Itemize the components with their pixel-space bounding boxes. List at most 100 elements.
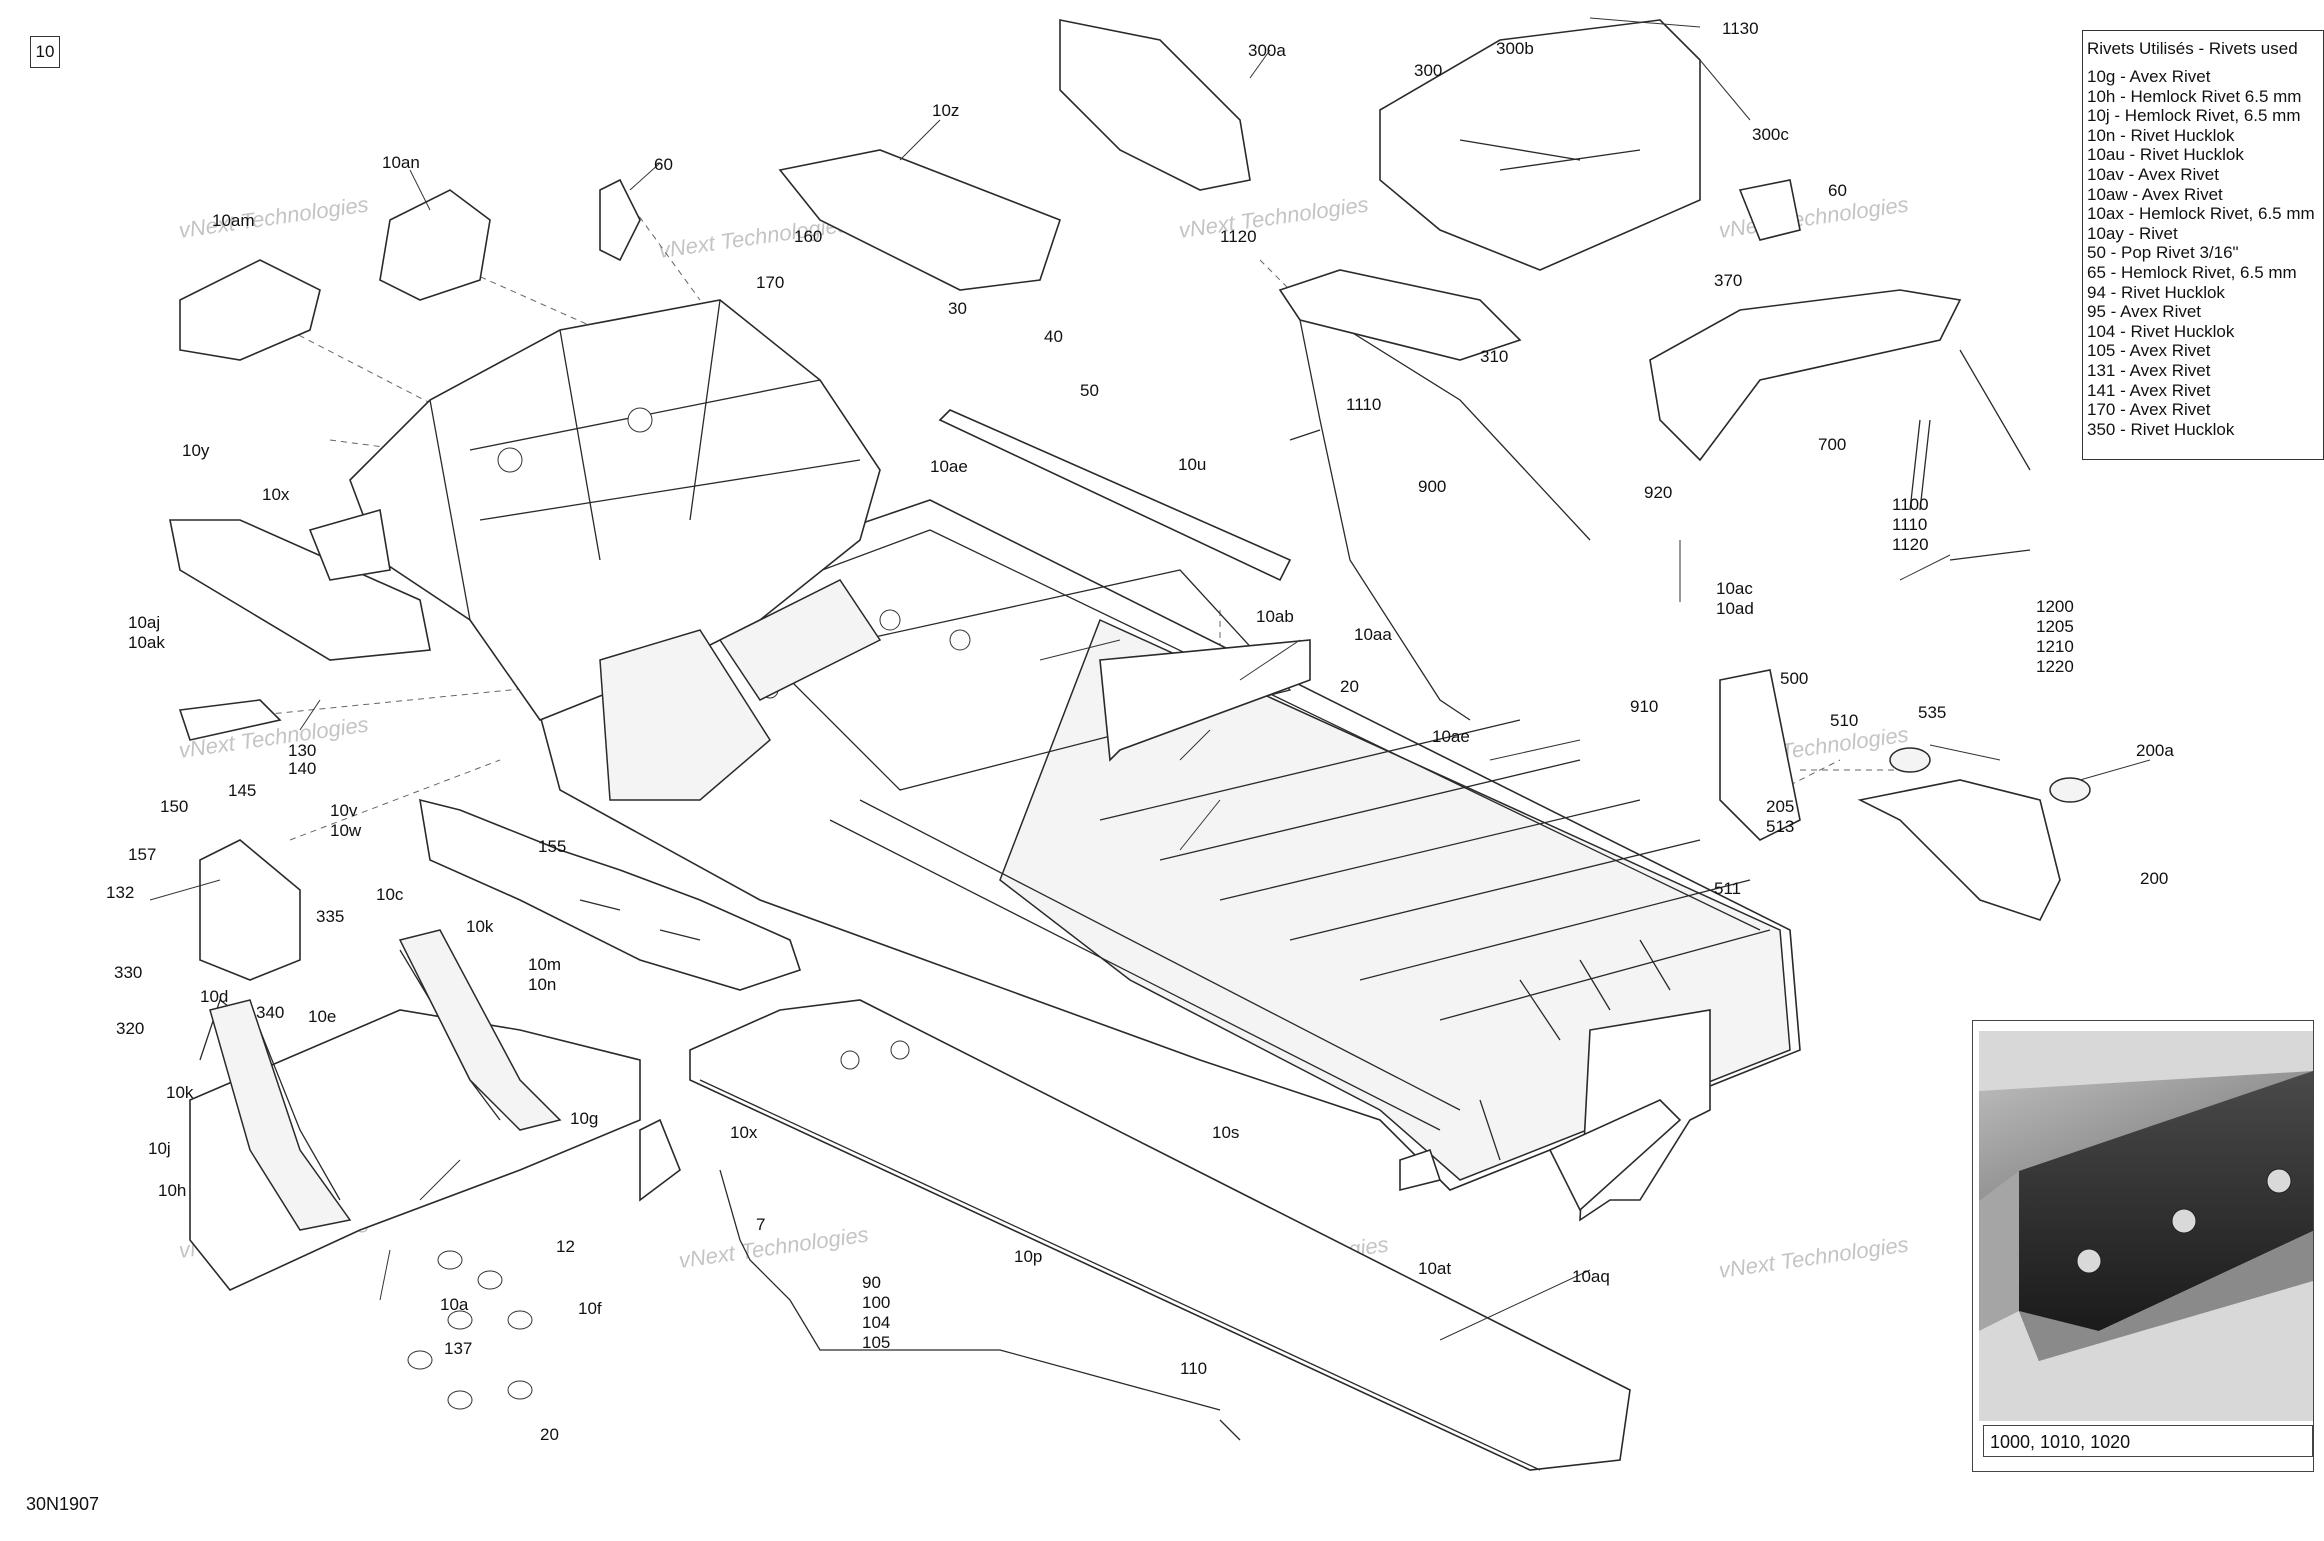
callout-20a: 20 [1340, 677, 1359, 696]
legend-item: 10av - Avex Rivet [2087, 164, 2219, 184]
callout-300b: 300b [1496, 39, 1534, 58]
inset-detail: 1000, 1010, 1020 [1972, 1020, 2314, 1472]
callout-110: 110 [1180, 1359, 1207, 1378]
legend-item: 10aw - Avex Rivet [2087, 184, 2223, 204]
callout-330: 330 [114, 963, 142, 982]
callout-10c: 10c [376, 885, 404, 904]
callout-10e: 10e [308, 1007, 336, 1026]
callout-170: 170 [756, 273, 784, 292]
callout-7: 7 [756, 1215, 765, 1234]
callout-513: 513 [1766, 817, 1794, 836]
callout-500: 500 [1780, 669, 1808, 688]
callout-510: 510 [1830, 711, 1858, 730]
watermark: vNext Technologies [1177, 192, 1370, 243]
callout-1110a: 1110 [1346, 395, 1381, 414]
callout-200a: 200a [2136, 741, 2174, 760]
legend-item: 65 - Hemlock Rivet, 6.5 mm [2087, 262, 2297, 282]
front-bulkhead [189, 929, 641, 1291]
callout-10u: 10u [1178, 455, 1206, 474]
legend-item: 10ay - Rivet [2087, 223, 2178, 243]
callout-10j: 10j [148, 1139, 171, 1158]
callout-10x2: 10x [730, 1123, 758, 1142]
callout-1210: 1210 [2036, 637, 2074, 656]
callout-920: 920 [1644, 483, 1672, 502]
callout-60b: 60 [1828, 181, 1847, 200]
callout-100: 100 [862, 1293, 890, 1312]
watermark: vNext Technologies [1717, 1232, 1910, 1283]
callout-1220: 1220 [2036, 657, 2074, 676]
page-ref-code: 10 [30, 36, 60, 68]
callout-10p: 10p [1014, 1247, 1042, 1266]
callout-labels: 300a 1130 300 300b 300c 10z 10an 10am 60… [106, 19, 2174, 1444]
front-frame-structure [349, 299, 882, 801]
callout-1205: 1205 [2036, 617, 2074, 636]
callout-1120b: 1120 [1892, 535, 1929, 554]
top-brackets [179, 19, 1801, 361]
callout-60a: 60 [654, 155, 673, 174]
legend-item: 50 - Pop Rivet 3/16" [2087, 243, 2239, 263]
callout-205: 205 [1766, 797, 1794, 816]
callout-155: 155 [538, 837, 566, 856]
callout-700: 700 [1818, 435, 1846, 454]
callout-300c: 300c [1752, 125, 1789, 144]
callout-10aa: 10aa [1354, 625, 1392, 644]
callout-10aj: 10aj [128, 613, 160, 632]
callout-10k1: 10k [466, 917, 494, 936]
callout-10h: 10h [158, 1181, 186, 1200]
legend-item: 10j - Hemlock Rivet, 6.5 mm [2087, 106, 2301, 126]
leader-lines [149, 17, 2151, 1341]
callout-10k2: 10k [166, 1083, 194, 1102]
legend-item: 170 - Avex Rivet [2087, 400, 2211, 420]
legend-item: 10g - Avex Rivet [2087, 67, 2211, 86]
inset-part-rendering [1979, 1031, 2313, 1421]
callout-200: 200 [2140, 869, 2168, 888]
callout-132: 132 [106, 883, 134, 902]
callout-10z: 10z [932, 101, 959, 120]
callout-10at: 10at [1418, 1259, 1451, 1278]
callout-10ae2: 10ae [1432, 727, 1470, 746]
callout-10aq: 10aq [1572, 1267, 1610, 1286]
callout-90: 90 [862, 1273, 881, 1292]
steering-post [1278, 269, 1591, 721]
rivet-legend: Rivets Utilisés - Rivets used 10g - Avex… [2082, 30, 2324, 460]
legend-item: 131 - Avex Rivet [2087, 360, 2211, 380]
callout-145: 145 [228, 781, 256, 800]
legend-item: 10h - Hemlock Rivet 6.5 mm [2087, 86, 2302, 106]
callout-12: 12 [556, 1237, 575, 1256]
callout-10ab: 10ab [1256, 607, 1294, 626]
callout-10am: 10am [212, 211, 255, 230]
callout-10an: 10an [382, 153, 420, 172]
callout-310: 310 [1480, 347, 1508, 366]
callout-10n: 10n [528, 975, 556, 994]
legend-item: 141 - Avex Rivet [2087, 380, 2211, 400]
callout-140: 140 [288, 759, 316, 778]
callout-105: 105 [862, 1333, 890, 1352]
callout-20b: 20 [540, 1425, 559, 1444]
callout-10y: 10y [182, 441, 210, 460]
legend-item: 10n - Rivet Hucklok [2087, 125, 2235, 145]
callout-1200: 1200 [2036, 597, 2074, 616]
legend-item: 10ax - Hemlock Rivet, 6.5 mm [2087, 204, 2315, 224]
callout-10g: 10g [570, 1109, 598, 1128]
callout-40: 40 [1044, 327, 1063, 346]
rear-skid-panel [689, 999, 1631, 1471]
callout-910: 910 [1630, 697, 1658, 716]
legend-item: 104 - Rivet Hucklok [2087, 321, 2235, 341]
callout-535: 535 [1918, 703, 1946, 722]
callout-10w: 10w [330, 821, 362, 840]
callout-10d: 10d [200, 987, 228, 1006]
callout-130: 130 [288, 741, 316, 760]
callout-1120: 1120 [1220, 227, 1257, 246]
callout-160: 160 [794, 227, 822, 246]
watermark: vNext Technologies [677, 1222, 870, 1273]
callout-1110b: 1110 [1892, 515, 1927, 534]
legend-item: 95 - Avex Rivet [2087, 302, 2202, 322]
legend-title: Rivets Utilisés - Rivets used [2087, 39, 2298, 58]
callout-137: 137 [444, 1339, 472, 1358]
watermark: vNext Technologies [177, 192, 370, 243]
callout-10m: 10m [528, 955, 561, 974]
callout-10s: 10s [1212, 1123, 1239, 1142]
callout-10f: 10f [578, 1299, 602, 1318]
callout-10x: 10x [262, 485, 290, 504]
